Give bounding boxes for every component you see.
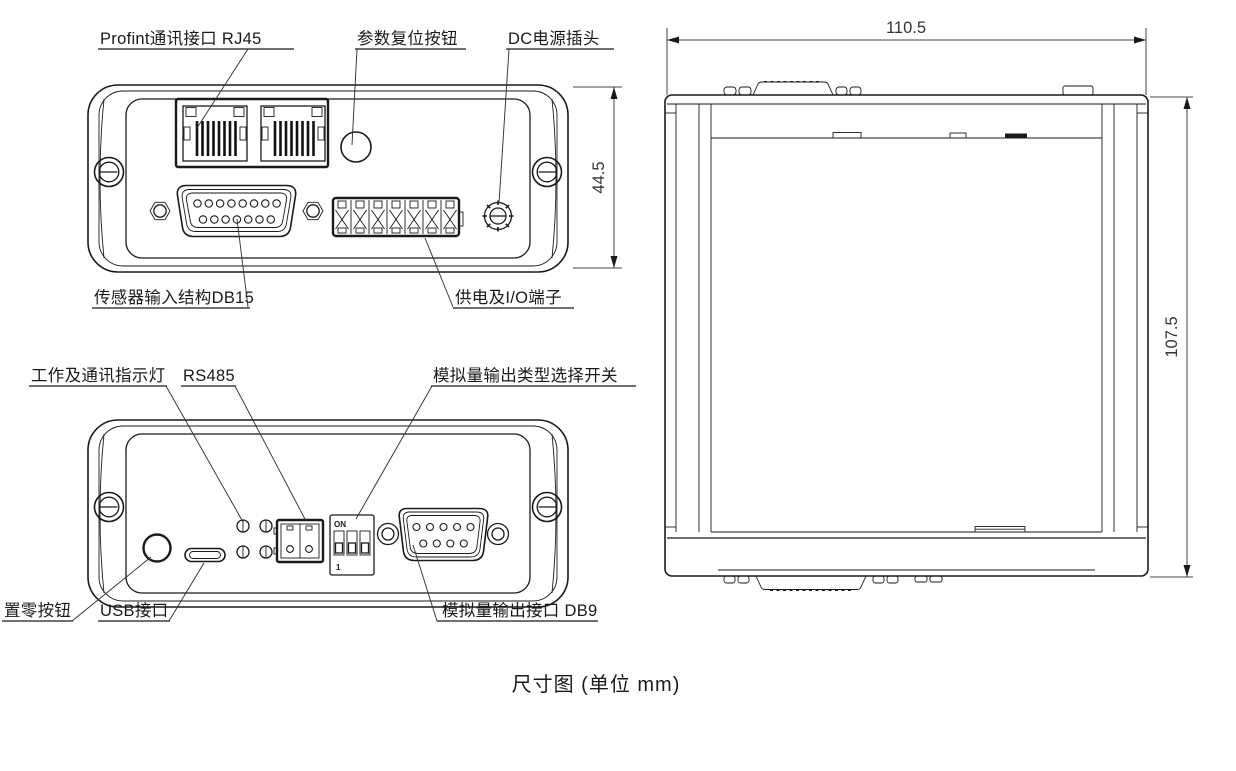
callout-reset: 参数复位按钮 (351, 29, 466, 146)
rear-view: ON 1 工作及通讯指示灯 (2, 366, 636, 622)
dim-44-5-text: 44.5 (590, 161, 608, 193)
callout-indicator: 工作及通讯指示灯 (29, 366, 244, 523)
db15-pins (193, 199, 281, 224)
dip-one-label: 1 (336, 563, 341, 572)
front-view: Profint通讯接口 RJ45 参数复位按钮 DC电源插头 传感器输入结构DB… (87, 29, 622, 309)
db9-jack-post (486, 522, 510, 546)
dc-power-jack (482, 200, 514, 232)
rs485-connector (273, 518, 325, 564)
corner-screw (531, 491, 563, 523)
callout-zero: 置零按钮 (2, 556, 152, 622)
label-db15: 传感器输入结构DB15 (94, 288, 254, 307)
top-case (664, 94, 1149, 577)
callout-db9: 模拟量输出接口 DB9 (412, 544, 598, 622)
label-indicator: 工作及通讯指示灯 (31, 366, 165, 385)
corner-screw (93, 491, 125, 523)
callout-rs485: RS485 (181, 367, 307, 522)
top-view: 110.5 107.5 (664, 19, 1193, 591)
label-db9: 模拟量输出接口 DB9 (442, 601, 597, 620)
label-power-io: 供电及I/O端子 (455, 288, 562, 307)
callout-dc-power: DC电源插头 (498, 29, 614, 204)
dip-switch: ON 1 (329, 514, 375, 576)
db9-jack-post (376, 522, 400, 546)
callout-db15: 传感器输入结构DB15 (92, 218, 254, 309)
dimension-height-44-5: 44.5 (573, 86, 622, 269)
corner-screw (93, 156, 125, 188)
reset-button-drawing (340, 131, 372, 163)
bottom-edge-connectors (723, 575, 943, 591)
callout-power-io: 供电及I/O端子 (424, 237, 574, 309)
dip-on-label: ON (334, 520, 346, 529)
db9-pins (412, 522, 475, 548)
db15-connector (149, 184, 324, 238)
label-dip: 模拟量输出类型选择开关 (433, 366, 618, 385)
label-dc-power: DC电源插头 (508, 29, 600, 48)
callout-dip: 模拟量输出类型选择开关 (355, 366, 636, 520)
top-edge-connectors (723, 81, 1094, 96)
dimension-depth-107-5: 107.5 (1150, 96, 1193, 578)
label-rs485: RS485 (183, 367, 235, 385)
terminal-cells (335, 200, 457, 234)
dim-107-5-text: 107.5 (1163, 316, 1181, 357)
dimension-width-110-5: 110.5 (666, 19, 1147, 95)
usb-port-drawing (184, 547, 226, 563)
label-rj45: Profint通讯接口 RJ45 (100, 29, 262, 48)
drawing-caption: 尺寸图 (单位 mm) (512, 673, 681, 696)
dim-110-5-text: 110.5 (886, 19, 926, 37)
corner-screw (531, 156, 563, 188)
db9-connector (376, 507, 510, 562)
db15-jack-post (302, 201, 324, 221)
rj45-ports (174, 97, 330, 169)
db15-jack-post (149, 201, 171, 221)
label-reset: 参数复位按钮 (357, 29, 458, 48)
zero-button-drawing (142, 533, 172, 563)
callout-usb: USB接口 (98, 562, 205, 622)
label-zero: 置零按钮 (4, 601, 71, 620)
callout-rj45: Profint通讯接口 RJ45 (98, 29, 294, 129)
label-usb: USB接口 (100, 601, 168, 620)
io-terminal-block (331, 196, 464, 238)
status-leds (236, 519, 273, 559)
rear-case (87, 419, 569, 608)
